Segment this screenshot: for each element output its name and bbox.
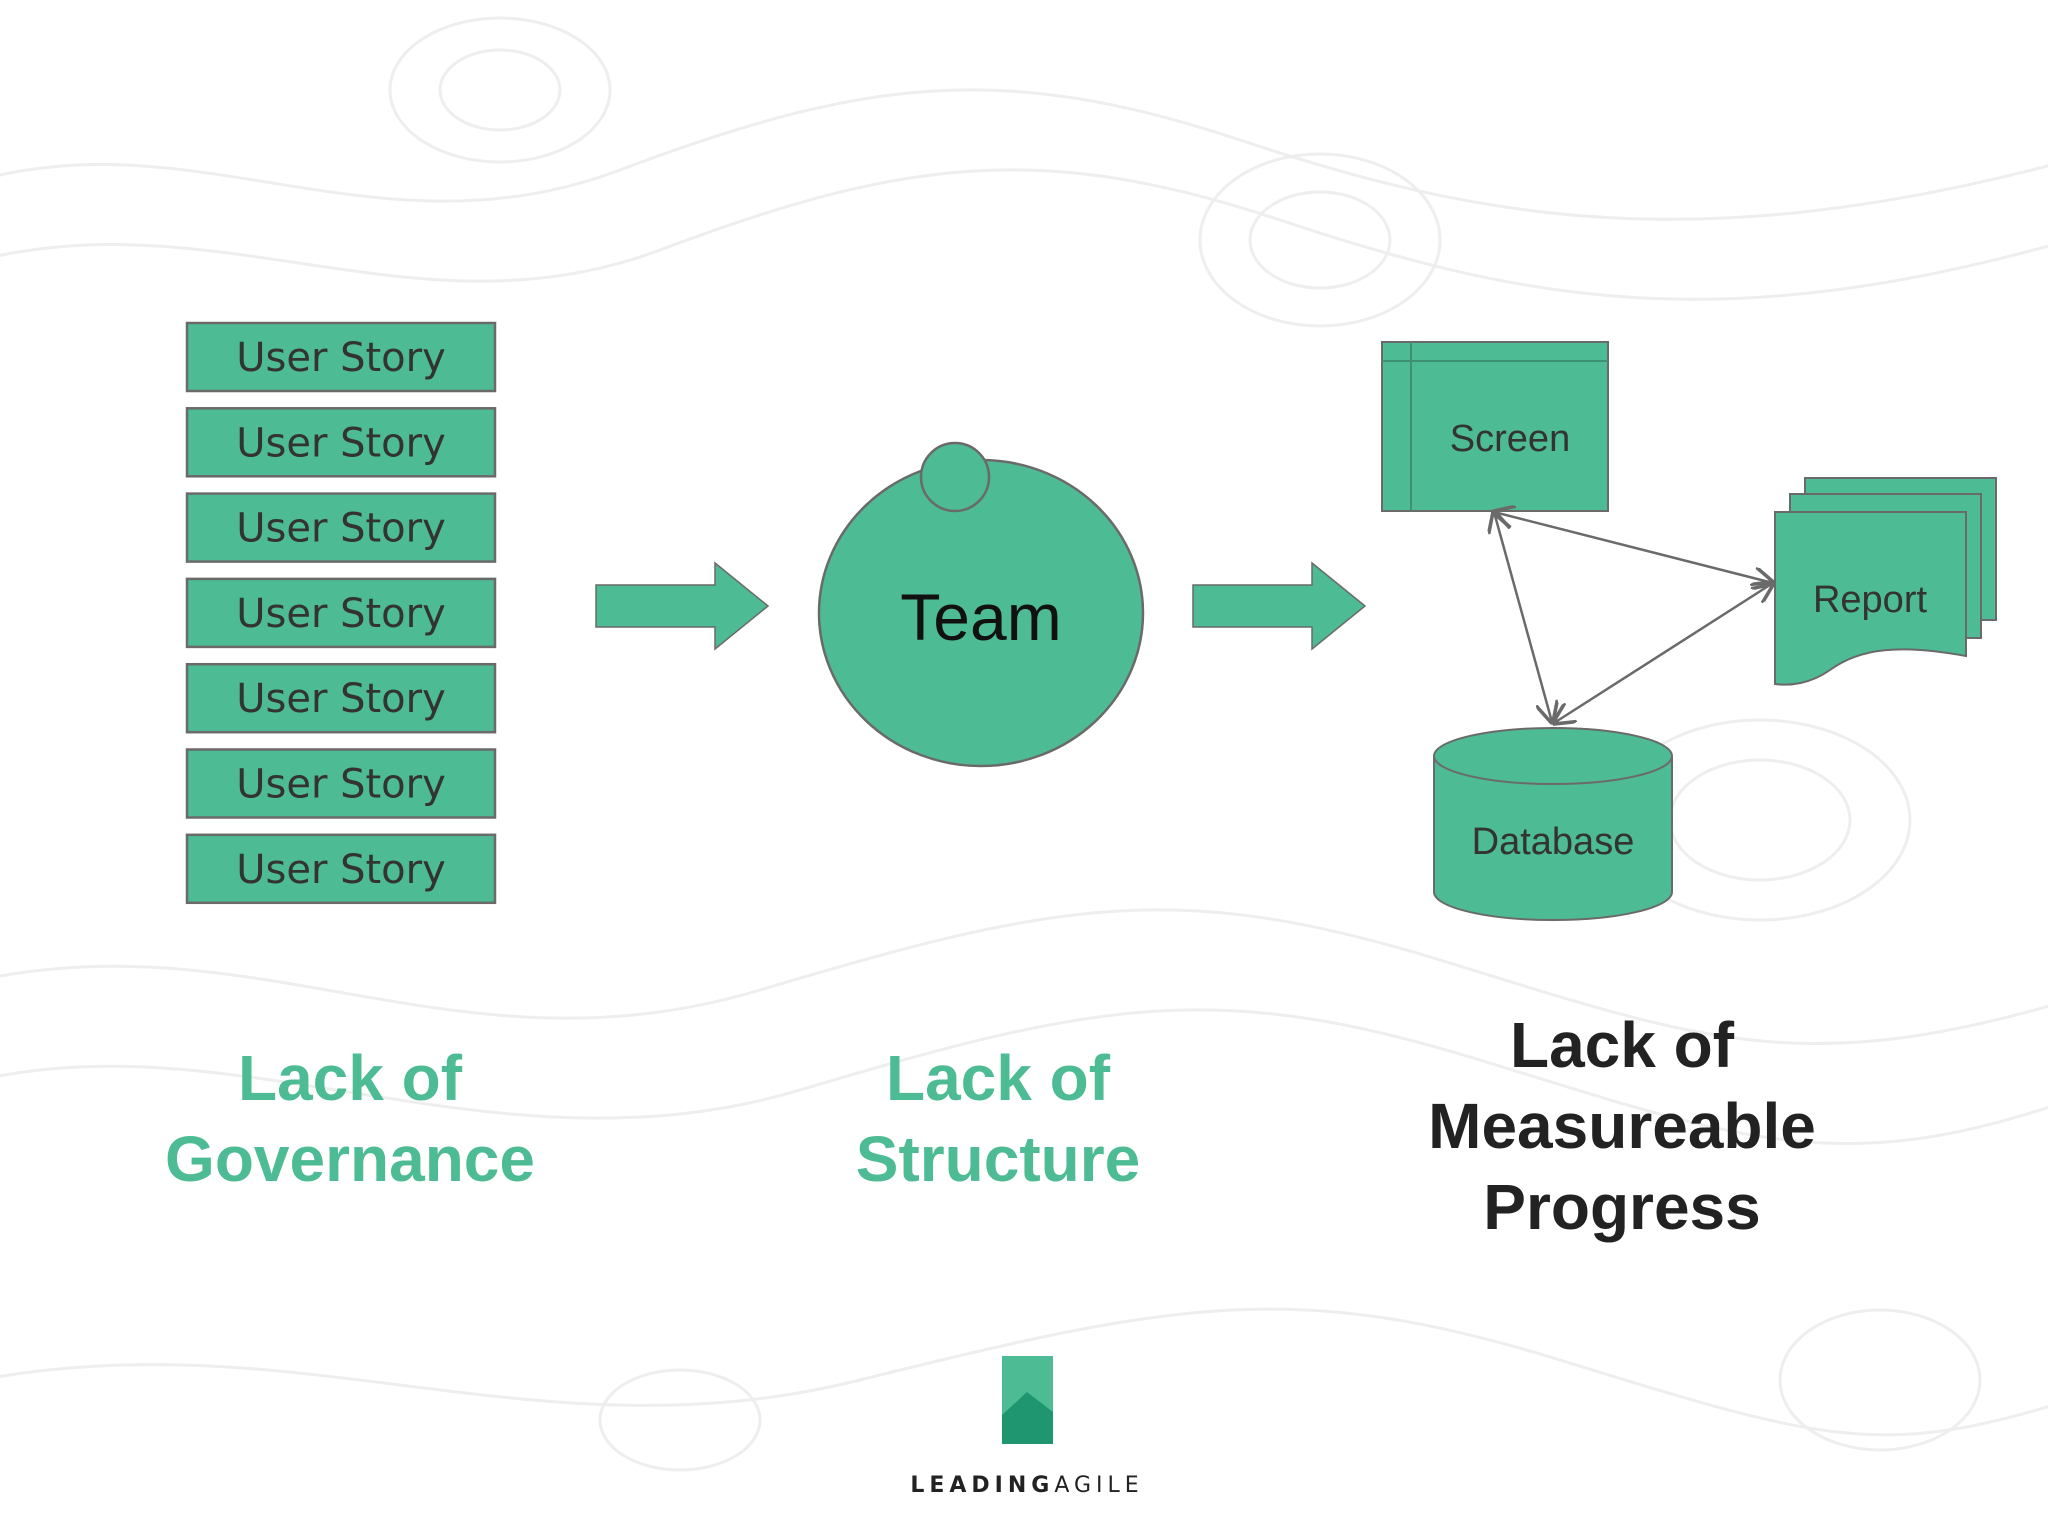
user-story-box xyxy=(185,321,497,393)
user-story-card: User Story xyxy=(185,577,497,649)
database-node: Database xyxy=(1433,727,1673,921)
caption-structure: Lack of Structure xyxy=(856,1042,1141,1195)
user-story-card: User Story xyxy=(185,748,497,819)
user-story-label: User Story xyxy=(236,506,446,552)
report-node: Report xyxy=(1774,477,1997,686)
report-page-front xyxy=(1774,511,1967,686)
brand-wordmark: LEADINGAGILE xyxy=(910,1473,1143,1498)
user-story-box xyxy=(185,577,497,649)
user-story-box xyxy=(185,662,497,734)
screen-report-connector xyxy=(1494,512,1773,583)
caption-progress-line2: Measureable xyxy=(1428,1090,1816,1162)
database-rim xyxy=(1433,755,1673,785)
user-story-card: User Story xyxy=(185,492,497,563)
caption-governance-line1: Lack of xyxy=(238,1042,463,1114)
screen-label: Screen xyxy=(1450,418,1570,460)
screen-window xyxy=(1381,341,1609,512)
user-story-box xyxy=(185,748,497,819)
caption-progress: Lack of Measureable Progress xyxy=(1428,1009,1816,1243)
user-story-label: User Story xyxy=(236,591,446,637)
team-node: Team xyxy=(817,441,1145,768)
user-story-card: User Story xyxy=(185,321,497,393)
user-story-label: User Story xyxy=(236,420,446,466)
screen-node: Screen xyxy=(1381,341,1609,512)
report-database-connector xyxy=(1554,583,1773,723)
user-story-label: User Story xyxy=(236,762,446,808)
caption-progress-line1: Lack of xyxy=(1510,1009,1735,1081)
database-label: Database xyxy=(1472,821,1635,863)
caption-governance: Lack of Governance xyxy=(165,1042,535,1195)
user-story-label: User Story xyxy=(236,676,446,722)
screen-database-connector xyxy=(1494,512,1552,722)
user-story-box xyxy=(185,833,497,905)
logo-mountain xyxy=(1002,1392,1053,1444)
database-cylinder xyxy=(1433,727,1673,921)
system-diagram: Screen Report Database xyxy=(1381,341,1997,921)
team-knob xyxy=(919,441,991,513)
right-arrow-icon xyxy=(1192,561,1367,651)
caption-governance-line2: Governance xyxy=(165,1123,535,1195)
user-story-card: User Story xyxy=(185,407,497,478)
user-story-box xyxy=(185,407,497,478)
leadingagile-logo: LEADINGAGILE xyxy=(910,1356,1143,1498)
user-story-label: User Story xyxy=(236,335,446,381)
caption-progress-line3: Progress xyxy=(1483,1171,1760,1243)
brand-word-light: AGILE xyxy=(1054,1473,1143,1498)
user-story-card: User Story xyxy=(185,833,497,905)
brand-word-bold: LEADING xyxy=(910,1473,1054,1498)
user-story-label: User Story xyxy=(236,847,446,893)
connector-lines xyxy=(1494,512,1773,723)
right-arrow-icon xyxy=(595,561,770,651)
report-label: Report xyxy=(1813,579,1927,621)
mountain-logo-icon xyxy=(1002,1356,1053,1444)
caption-structure-line1: Lack of xyxy=(886,1042,1111,1114)
user-story-box xyxy=(185,492,497,563)
team-label: Team xyxy=(900,580,1061,654)
user-story-card: User Story xyxy=(185,662,497,734)
caption-structure-line2: Structure xyxy=(856,1123,1141,1195)
